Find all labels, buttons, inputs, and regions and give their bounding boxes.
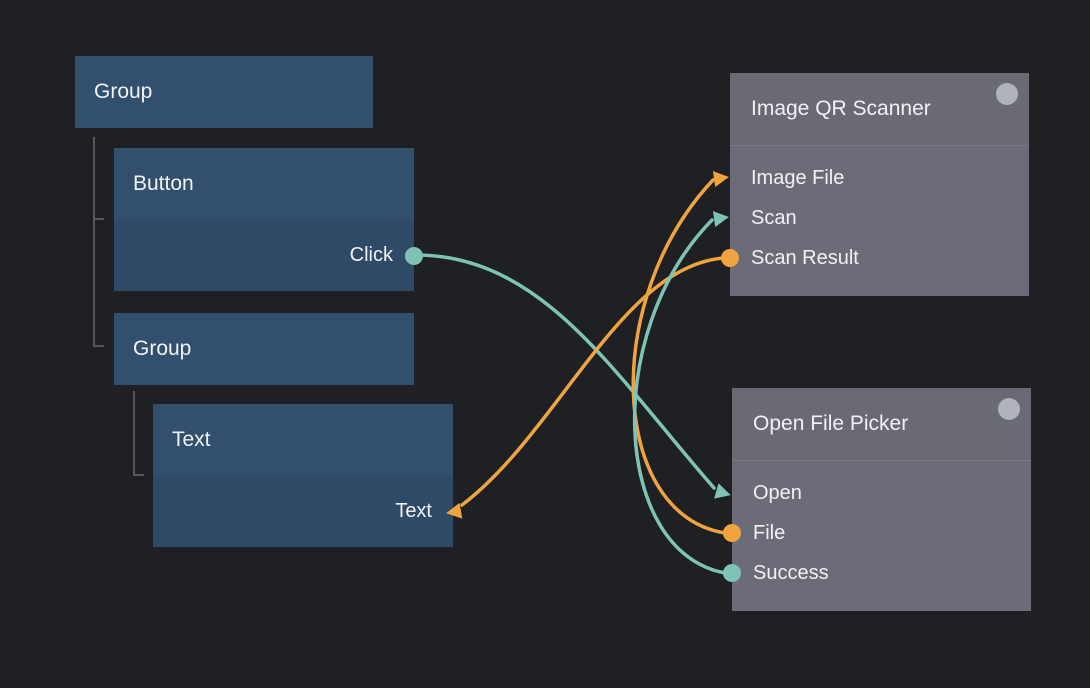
tree-node-button[interactable]: Button Click xyxy=(114,148,423,291)
tree-node-text[interactable]: Text Text xyxy=(153,404,463,547)
port-row-open[interactable]: Open xyxy=(714,473,1031,513)
port-label-text: Text xyxy=(395,500,432,522)
output-port-dot-icon[interactable] xyxy=(405,246,423,265)
port-row-text[interactable]: Text xyxy=(153,476,463,547)
input-port-arrow-icon[interactable] xyxy=(712,209,731,227)
input-port-arrow-icon[interactable] xyxy=(444,502,463,521)
node-title: Image QR Scanner xyxy=(751,97,931,120)
port-label-click: Click xyxy=(349,244,393,266)
output-port-dot-icon[interactable] xyxy=(723,524,741,542)
port-row-success[interactable]: Success xyxy=(723,553,1031,593)
tree-connector-tick xyxy=(93,345,104,347)
tree-connector-line xyxy=(133,391,135,476)
node-port-list: Image File Scan Scan Result xyxy=(712,146,1029,296)
port-row-file[interactable]: File xyxy=(723,513,1031,553)
output-port-dot-icon[interactable] xyxy=(721,249,739,267)
port-row-scan[interactable]: Scan xyxy=(712,198,1029,238)
tree-node-title: Text xyxy=(153,404,453,476)
node-port-list: Open File Success xyxy=(714,461,1031,611)
tree-node-title: Button xyxy=(114,148,414,220)
port-label: File xyxy=(753,521,786,544)
node-open-file-picker[interactable]: Open File Picker Open File Success xyxy=(714,388,1031,611)
tree-connector-line xyxy=(93,137,95,347)
tree-node-group-nested[interactable]: Group xyxy=(114,313,414,385)
tree-connector-tick xyxy=(93,218,104,220)
tree-node-title: Group xyxy=(75,56,373,128)
tree-node-group-root[interactable]: Group xyxy=(75,56,373,128)
tree-node-title: Group xyxy=(114,313,414,385)
wire-scanresult-to-text[interactable] xyxy=(460,256,725,507)
node-image-qr-scanner[interactable]: Image QR Scanner Image File Scan Scan Re… xyxy=(712,73,1029,296)
port-row-click[interactable]: Click xyxy=(114,220,423,291)
wire-click-to-open[interactable] xyxy=(418,253,716,490)
node-header[interactable]: Image QR Scanner xyxy=(730,73,1029,146)
node-status-circle-icon xyxy=(996,83,1018,105)
wire-file-to-imagefile[interactable] xyxy=(631,178,727,535)
port-label: Scan xyxy=(751,206,797,229)
output-port-dot-icon[interactable] xyxy=(723,564,741,582)
port-row-image-file[interactable]: Image File xyxy=(712,158,1029,198)
port-label: Open xyxy=(753,481,802,504)
node-title: Open File Picker xyxy=(753,412,909,435)
port-label: Scan Result xyxy=(751,246,859,269)
port-row-scan-result[interactable]: Scan Result xyxy=(721,238,1029,278)
port-label: Success xyxy=(753,561,829,584)
node-header[interactable]: Open File Picker xyxy=(732,388,1031,461)
tree-connector-tick xyxy=(133,474,144,476)
port-label: Image File xyxy=(751,166,845,189)
wire-success-to-scan[interactable] xyxy=(632,218,727,575)
node-status-circle-icon xyxy=(998,398,1020,420)
input-port-arrow-icon[interactable] xyxy=(712,169,731,187)
